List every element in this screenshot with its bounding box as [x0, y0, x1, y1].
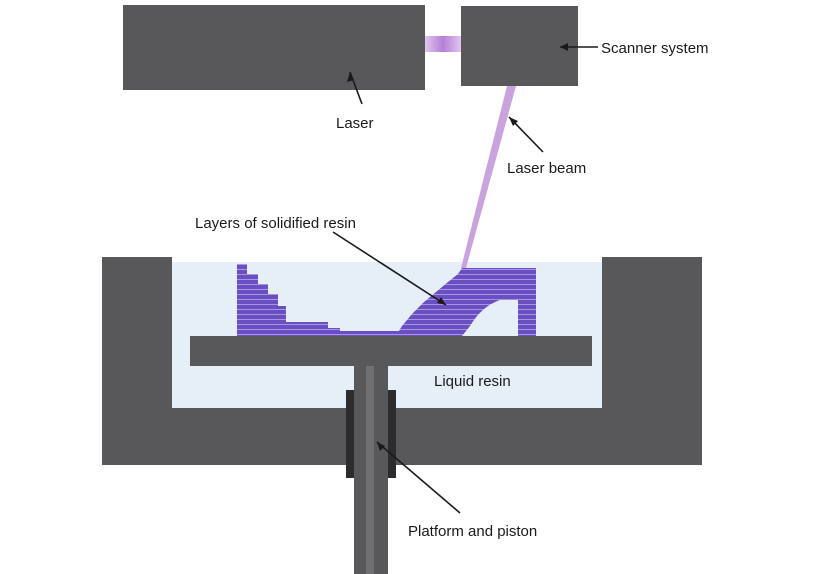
vat-housing: [102, 257, 702, 465]
build-platform: [190, 336, 592, 366]
leader-arrowheads: [347, 43, 568, 451]
internal-beam: [425, 36, 461, 52]
laser-unit: [123, 5, 425, 90]
solidified-resin-part: [237, 264, 536, 336]
scanner-label: Scanner system: [601, 40, 709, 57]
layers-leader: [332, 231, 447, 306]
laser-beam: [461, 86, 516, 268]
layers-label: Layers of solidified resin: [195, 215, 356, 232]
piston-shaft-highlight: [366, 365, 374, 574]
beam-label: Laser beam: [507, 160, 586, 177]
resin-label: Liquid resin: [434, 373, 511, 390]
laser-label: Laser: [336, 115, 374, 132]
platform-label: Platform and piston: [408, 523, 537, 540]
scanner-unit: [461, 6, 578, 86]
platform-leader: [376, 441, 461, 514]
